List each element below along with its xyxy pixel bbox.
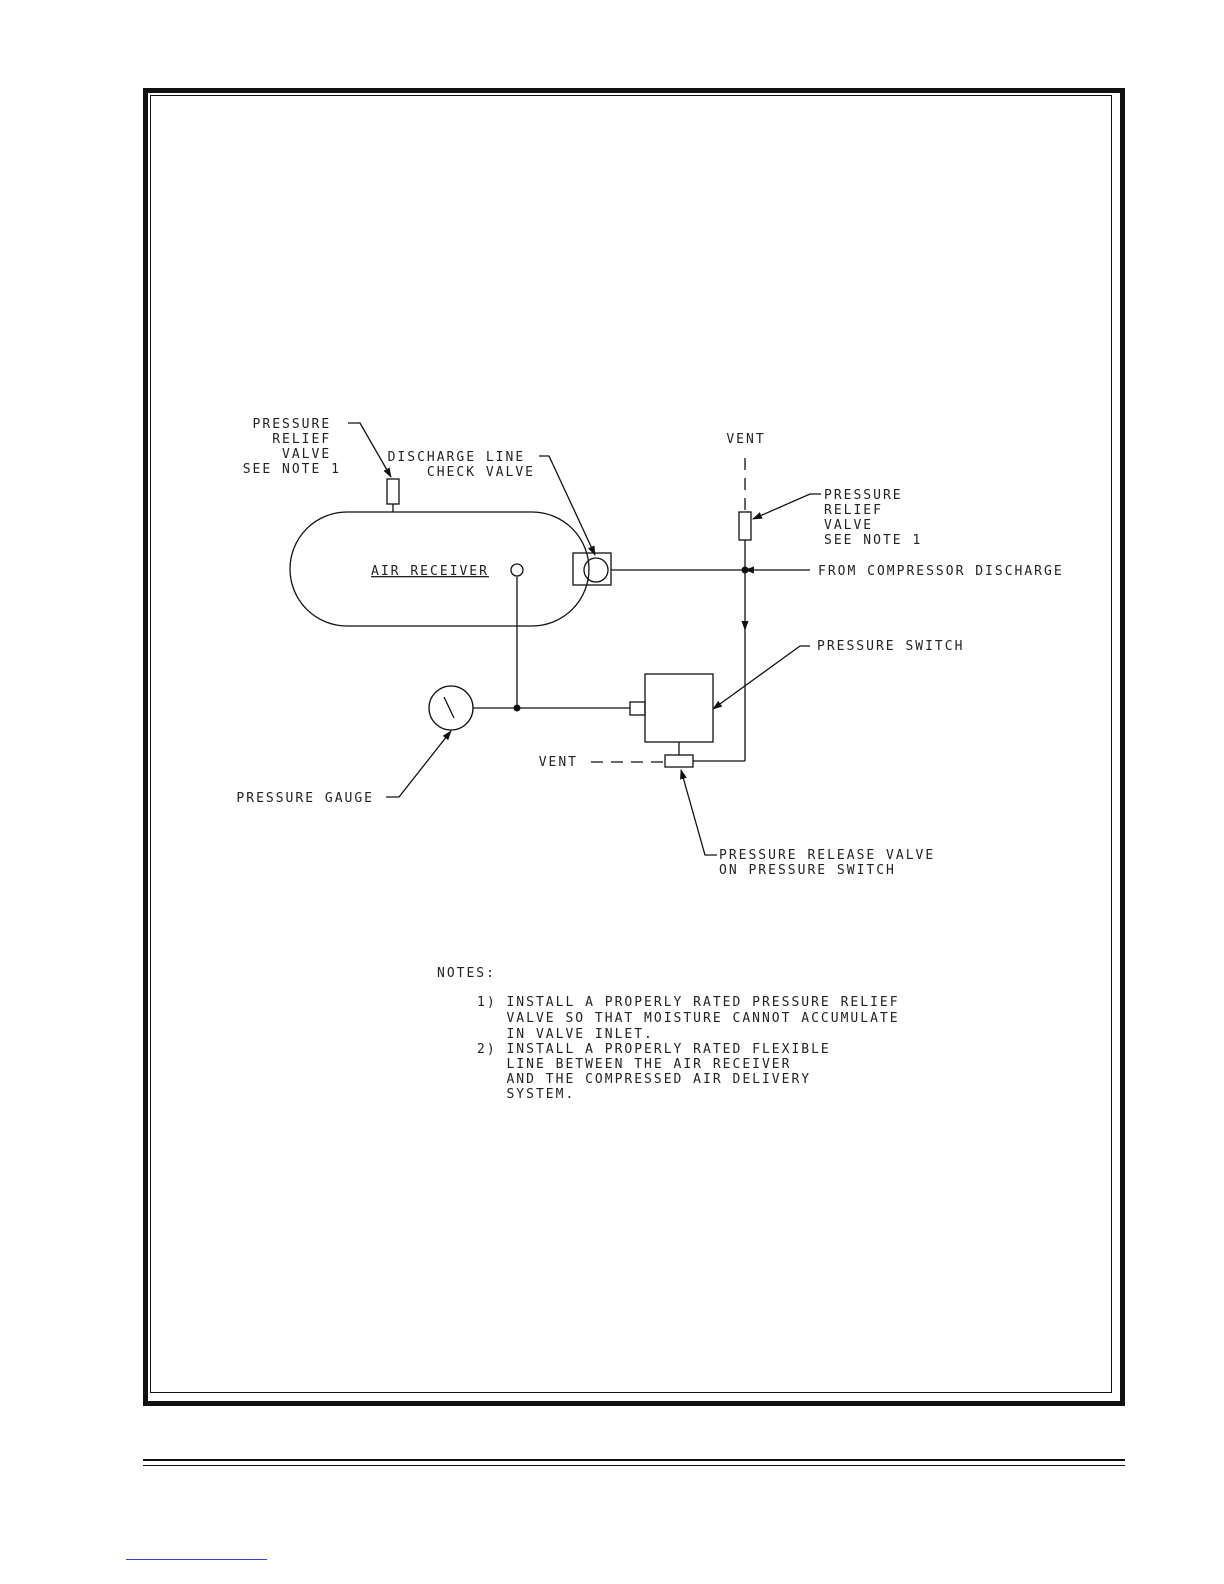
relief-valve-left-label: PRESSURE RELIEF VALVE SEE NOTE 1	[243, 417, 341, 477]
footer-rule-secondary	[143, 1465, 1125, 1466]
footer-rule	[143, 1459, 1125, 1461]
vent-bottom-label: VENT	[539, 755, 578, 770]
footer-link-underline	[126, 1559, 267, 1560]
release-valve-symbol	[664, 754, 694, 768]
pressure-gauge-symbol	[428, 685, 474, 731]
drawing-border-outer	[143, 88, 1125, 1406]
pressure-switch-body	[644, 673, 714, 743]
from-compressor-label: FROM COMPRESSOR DISCHARGE	[818, 564, 1064, 579]
release-valve-label: PRESSURE RELEASE VALVE ON PRESSURE SWITC…	[719, 848, 945, 878]
check-valve-label: DISCHARGE LINE CHECK VALVE	[388, 450, 535, 480]
vent-top-label: VENT	[726, 432, 765, 447]
relief-valve-left-symbol	[386, 478, 400, 505]
relief-valve-right-symbol	[738, 511, 752, 541]
pressure-gauge-label: PRESSURE GAUGE	[236, 791, 374, 806]
drawing-border-inner	[150, 95, 1112, 1393]
junction-dot-gauge	[513, 704, 521, 712]
check-valve-symbol	[572, 552, 612, 586]
air-receiver-label: AIR RECEIVER	[371, 564, 489, 579]
note-item-1: 1) INSTALL A PROPERLY RATED PRESSURE REL…	[477, 995, 898, 1042]
pressure-switch-label: PRESSURE SWITCH	[817, 639, 964, 654]
notes-heading: NOTES:	[437, 966, 496, 981]
junction-dot-discharge	[741, 566, 749, 574]
receiver-port	[510, 563, 524, 577]
air-receiver-tank	[289, 511, 590, 627]
note-item-2: 2) INSTALL A PROPERLY RATED FLEXIBLE LIN…	[477, 1042, 829, 1102]
relief-valve-right-label: PRESSURE RELIEF VALVE SEE NOTE 1	[824, 488, 922, 548]
